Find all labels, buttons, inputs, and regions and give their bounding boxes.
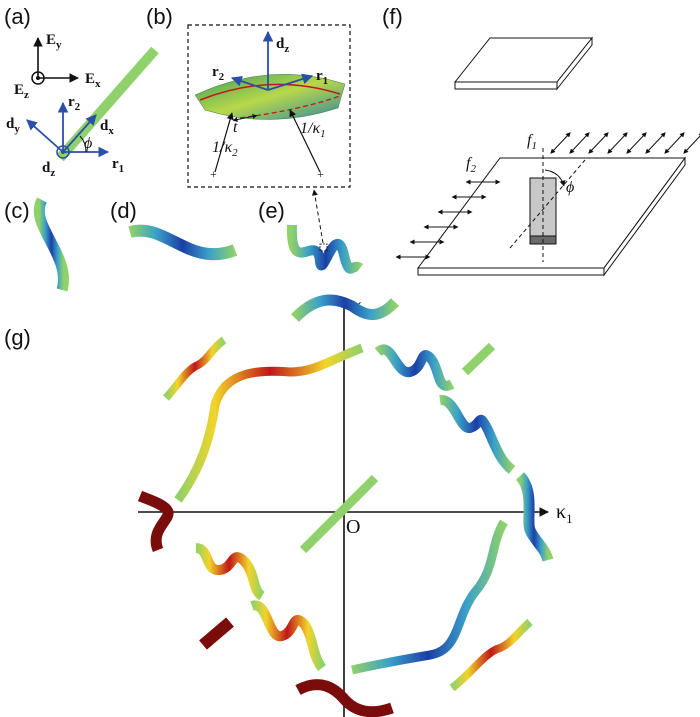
panel-label-e: (e) bbox=[258, 198, 285, 223]
panel-f: (f) ϕ f1 f2 bbox=[382, 4, 700, 277]
panel-label-d: (d) bbox=[110, 198, 137, 223]
b-inv-k1-label: 1/κ1 bbox=[300, 120, 326, 140]
dx-vector bbox=[62, 114, 97, 153]
field-arrow bbox=[645, 132, 666, 154]
zoom-link-arrow bbox=[311, 189, 324, 244]
ribbon-e bbox=[286, 224, 363, 274]
ribbon-far-lower-right bbox=[449, 618, 533, 692]
phi-angle-arc bbox=[79, 135, 87, 153]
ribbon-d bbox=[128, 224, 238, 261]
panel-d: (d) bbox=[110, 198, 238, 261]
zoom-source-box bbox=[319, 243, 328, 252]
f2-field-arrows bbox=[395, 179, 501, 260]
r1-label: r1 bbox=[112, 156, 124, 175]
center-flat-strip bbox=[299, 474, 379, 554]
field-arrow bbox=[569, 132, 590, 154]
f2-label: f2 bbox=[466, 155, 476, 175]
ez-label: Ez bbox=[14, 82, 29, 101]
panel-e: (e) bbox=[258, 189, 363, 274]
b-r1-vector bbox=[267, 73, 314, 91]
f1-field-arrows bbox=[550, 132, 700, 154]
field-arrow bbox=[588, 132, 609, 154]
b-dz-label: dz bbox=[276, 36, 289, 55]
panel-a: (a) Ey Ex Ez r2 r1 dy dx dz ϕ bbox=[4, 4, 159, 179]
top-plate bbox=[453, 37, 594, 83]
ey-label: Ey bbox=[46, 32, 62, 51]
field-arrow bbox=[626, 132, 647, 154]
svg-text:+: + bbox=[210, 167, 217, 181]
ribbon-upper-right-2 bbox=[439, 395, 516, 474]
ribbon-right-kappa1 bbox=[515, 472, 554, 562]
ribbon-bottom-kappa2 bbox=[295, 679, 394, 717]
ribbon-top-kappa2 bbox=[291, 294, 400, 322]
f1-label: f1 bbox=[527, 132, 537, 152]
dy-vector bbox=[26, 119, 64, 153]
ex-label: Ex bbox=[85, 71, 101, 90]
ribbon-left-kappa1 bbox=[137, 490, 174, 553]
ez-out-of-plane-icon bbox=[31, 71, 45, 85]
svg-text:+: + bbox=[317, 167, 324, 181]
b-t-label: t bbox=[233, 119, 238, 136]
ribbon-lower-right bbox=[351, 519, 508, 675]
dz-label: dz bbox=[42, 160, 55, 179]
ribbon-lower-left-2 bbox=[250, 600, 327, 672]
ribbon-lower-left-short bbox=[199, 617, 234, 650]
radius-k1-line bbox=[289, 109, 321, 173]
panel-label-c: (c) bbox=[4, 198, 30, 223]
origin-label: O bbox=[346, 516, 360, 538]
dx-label: dx bbox=[100, 118, 114, 137]
panel-label-b: (b) bbox=[146, 4, 173, 29]
panel-label-f: (f) bbox=[382, 4, 403, 29]
panel-g: (g) κ1 κ2 O bbox=[4, 294, 573, 717]
ribbon-lower-left-1 bbox=[194, 543, 266, 601]
phi-label: ϕ bbox=[84, 135, 92, 152]
f-phi-label: ϕ bbox=[566, 179, 574, 196]
dy-label: dy bbox=[6, 116, 20, 135]
f-phi-arc bbox=[544, 169, 566, 187]
panel-label-g: (g) bbox=[4, 325, 31, 350]
ribbon-upper-left bbox=[174, 343, 364, 503]
ribbon-far-upper-left bbox=[163, 336, 227, 401]
panel-label-a: (a) bbox=[4, 4, 31, 29]
red-solid-curve bbox=[199, 83, 341, 101]
zoom-inset-box bbox=[187, 24, 351, 188]
b-r1-label: r1 bbox=[316, 68, 328, 87]
kappa1-label: κ1 bbox=[556, 501, 573, 526]
field-arrow bbox=[550, 132, 571, 154]
panel-b: (b) dz r2 r1 + + t 1/κ2 1/κ1 bbox=[146, 4, 351, 188]
thickness-arrow bbox=[232, 114, 258, 122]
field-arrow bbox=[664, 132, 685, 154]
b-r2-vector bbox=[230, 75, 269, 91]
radius-k2-line bbox=[214, 112, 234, 173]
ribbon-upper-right-1 bbox=[374, 344, 455, 391]
green-strip bbox=[56, 46, 159, 162]
r2-label: r2 bbox=[68, 94, 81, 113]
panel-c: (c) bbox=[4, 197, 69, 292]
field-arrow bbox=[683, 132, 700, 154]
field-arrow bbox=[607, 132, 628, 154]
dz-out-of-plane-icon bbox=[56, 145, 70, 159]
b-r2-label: r2 bbox=[212, 64, 225, 83]
b-inv-k2-label: 1/κ2 bbox=[212, 139, 238, 159]
ribbon-c bbox=[33, 197, 69, 292]
